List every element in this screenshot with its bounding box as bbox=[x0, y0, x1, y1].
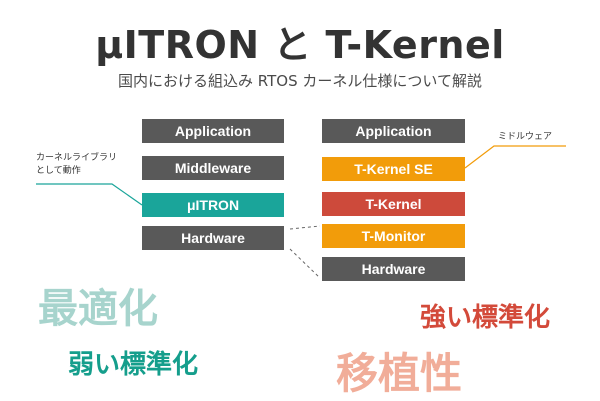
right-tkernel-block: T-Kernel bbox=[322, 192, 465, 216]
optimization-label: 最適化 bbox=[38, 286, 158, 332]
right-hardware-block: Hardware bbox=[322, 257, 465, 281]
left-application-block: Application bbox=[142, 119, 284, 143]
left-annotation-line-2: として動作 bbox=[36, 166, 81, 176]
left-note-connector bbox=[36, 183, 143, 206]
portability-label: 移植性 bbox=[336, 349, 463, 398]
right-tkernel-se-block: T-Kernel SE bbox=[322, 157, 465, 181]
diagram-subtitle: 国内における組込み RTOS カーネル仕様について解説 bbox=[118, 72, 482, 90]
right-tmonitor-block: T-Monitor bbox=[322, 224, 465, 248]
diagram-title: μITRON と T-Kernel bbox=[95, 23, 505, 67]
left-hardware-block: Hardware bbox=[142, 226, 284, 250]
left-annotation: カーネルライブラリ として動作 bbox=[36, 152, 117, 178]
left-uitron-block: μITRON bbox=[142, 193, 284, 217]
right-annotation: ミドルウェア bbox=[498, 132, 553, 142]
hardware-dashed-bottom bbox=[289, 248, 321, 279]
left-middleware-block: Middleware bbox=[142, 156, 284, 180]
left-annotation-line-1: カーネルライブラリ bbox=[36, 153, 118, 163]
strong-standardization-label: 強い標準化 bbox=[420, 303, 551, 333]
right-note-connector bbox=[464, 145, 566, 169]
weak-standardization-label: 弱い標準化 bbox=[68, 350, 199, 380]
right-application-block: Application bbox=[322, 119, 465, 143]
hardware-dashed-top bbox=[289, 225, 321, 230]
